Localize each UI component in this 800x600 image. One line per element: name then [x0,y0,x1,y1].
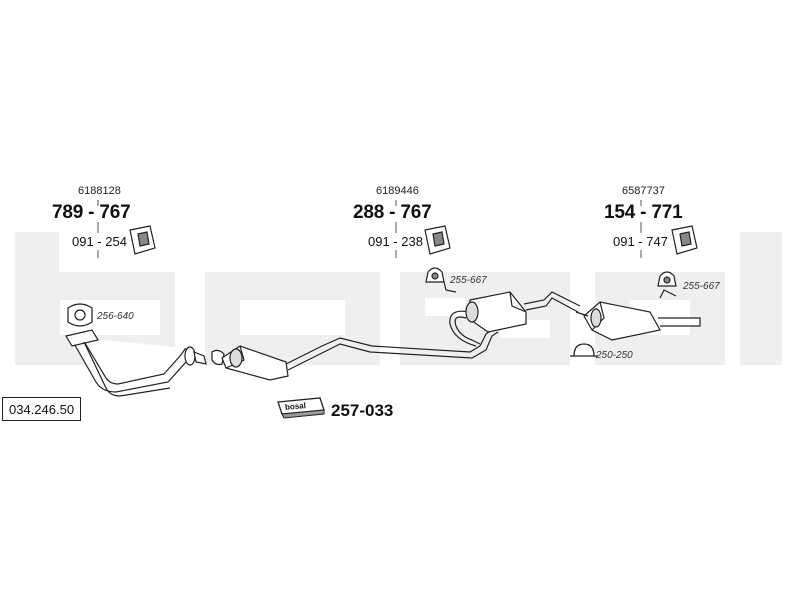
gasket-icon [67,303,93,327]
mount-bracket-icon [129,225,156,255]
mount-bracket-icon [671,225,698,255]
mounting-kit-icon [277,397,325,419]
mount-number-middle: 091 - 238 [368,234,423,249]
kit-part-number: 257-033 [331,401,394,420]
gasket-icon [211,349,225,366]
rubber-hanger-icon [425,267,445,283]
part-number-middle-silencer: 288 - 767 [353,202,432,223]
oe-number-rear: 6587737 [622,185,665,197]
mount-number-rear: 091 - 747 [613,234,668,249]
middle-silencer [221,329,499,381]
gasket-part-label: 256-640 [97,311,134,322]
mount-number-front: 091 - 254 [72,234,127,249]
front-pipe [65,329,207,397]
hanger-part-label: 255-667 [450,275,487,286]
oe-number-middle: 6189446 [376,185,419,197]
rear-silencer [575,289,701,341]
center-silencer [443,281,581,347]
catalog-number-box: 034.246.50 [2,397,82,421]
oe-number-front: 6188128 [78,185,121,197]
rubber-hanger-icon [657,271,677,287]
mount-bracket-icon [424,225,451,255]
catalog-number: 034.246.50 [9,402,75,417]
pipe-clamp-icon [570,343,598,357]
part-number-front-pipe: 789 - 767 [52,202,131,223]
clamp-part-label: 250-250 [596,350,633,361]
hanger-part-label-rear: 255-667 [683,281,720,292]
part-number-rear-silencer: 154 - 771 [604,202,683,223]
